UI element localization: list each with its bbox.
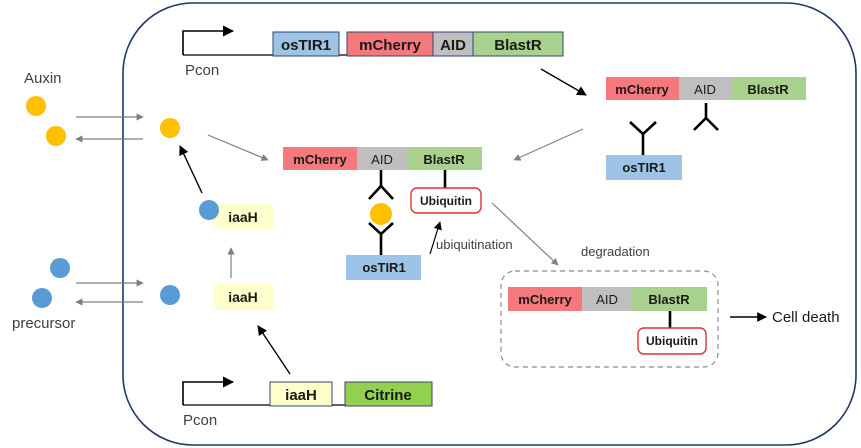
degron-complex: mCherry AID BlastR Ubiquitin osTIR1 ubiq… bbox=[283, 147, 513, 280]
segment-mcherry-label: mCherry bbox=[293, 152, 347, 167]
segment-aid-label: AID bbox=[440, 37, 466, 54]
degradation-label: degradation bbox=[581, 244, 650, 259]
enzyme-iaah-label: iaaH bbox=[228, 209, 258, 225]
segment-mcherry-label: mCherry bbox=[518, 292, 572, 307]
auxin-molecule bbox=[26, 96, 46, 116]
precursor-molecule bbox=[199, 200, 219, 220]
segment-aid-label: AID bbox=[596, 292, 618, 307]
aid-binding-site-icon bbox=[693, 103, 719, 131]
binding-arrow bbox=[513, 128, 584, 161]
promoter-arrow-icon bbox=[182, 376, 235, 405]
auxin-molecule bbox=[160, 118, 180, 138]
precursor-label: precursor bbox=[12, 315, 75, 332]
expression-arrow bbox=[540, 68, 587, 96]
promoter-label: Pcon bbox=[185, 62, 219, 79]
enzyme-iaah bbox=[213, 204, 273, 229]
segment-citrine bbox=[344, 381, 433, 407]
segment-blastr bbox=[407, 147, 482, 170]
segment-blastr-label: BlastR bbox=[747, 82, 789, 97]
segment-blastr-label: BlastR bbox=[494, 37, 542, 54]
ubiquitination-label: ubiquitination bbox=[436, 237, 513, 252]
outcome-label: Cell death bbox=[772, 309, 840, 326]
receptor-ostir1 bbox=[606, 155, 682, 180]
segment-mcherry bbox=[283, 147, 357, 170]
segment-mcherry-label: mCherry bbox=[615, 82, 669, 97]
receptor-binding-site-icon bbox=[368, 222, 394, 255]
construct-bottom: Pcon iaaH Citrine bbox=[182, 376, 433, 429]
segment-aid-label: AID bbox=[371, 152, 393, 167]
ubiquitin-tag-label: Ubiquitin bbox=[646, 334, 698, 348]
segment-iaah bbox=[269, 381, 333, 407]
construct-top: Pcon osTIR1 mCherry AID BlastR bbox=[182, 25, 564, 79]
promoter-arrow-icon bbox=[182, 25, 235, 55]
segment-blastr bbox=[632, 287, 707, 311]
segment-iaah-label: iaaH bbox=[285, 387, 317, 404]
ubiquitination-arrow bbox=[429, 221, 442, 255]
segment-mcherry-label: mCherry bbox=[359, 37, 421, 54]
receptor-binding-site-icon bbox=[629, 121, 657, 155]
ubiquitin-tag-label: Ubiquitin bbox=[420, 194, 472, 208]
precursor-molecule bbox=[32, 288, 52, 308]
auxin-binding-arrow bbox=[207, 134, 269, 161]
auxin-molecule bbox=[46, 126, 66, 146]
aid-binding-site-icon bbox=[368, 170, 394, 200]
segment-blastr bbox=[731, 77, 806, 100]
degradation-box-border bbox=[500, 270, 719, 368]
auxin-label: Auxin bbox=[24, 70, 62, 87]
auxin-molecule bbox=[370, 203, 392, 225]
fusion-right: mCherry AID BlastR osTIR1 bbox=[606, 77, 806, 180]
segment-blastr-label: BlastR bbox=[423, 152, 465, 167]
segment-ostir1-label: osTIR1 bbox=[281, 37, 331, 54]
promoter-label: Pcon bbox=[183, 412, 217, 429]
precursor-molecule bbox=[160, 285, 180, 305]
segment-mcherry bbox=[508, 287, 582, 311]
expression-arrow bbox=[257, 325, 291, 375]
segment-aid bbox=[582, 287, 632, 311]
segment-mcherry bbox=[606, 77, 679, 100]
segment-aid bbox=[357, 147, 407, 170]
segment-blastr-label: BlastR bbox=[648, 292, 690, 307]
segment-blastr bbox=[472, 31, 564, 57]
segment-citrine-label: Citrine bbox=[364, 387, 412, 404]
segment-aid-label: AID bbox=[694, 82, 716, 97]
receptor-ostir1-label: osTIR1 bbox=[622, 160, 665, 175]
segment-ostir1 bbox=[272, 31, 340, 57]
conversion-arrow bbox=[179, 145, 203, 194]
ubiquitin-tag bbox=[410, 187, 482, 214]
enzyme-iaah bbox=[213, 283, 273, 310]
precursor-molecule bbox=[50, 258, 70, 278]
degradation-box: mCherry AID BlastR Ubiquitin bbox=[500, 270, 719, 368]
enzyme-iaah-label: iaaH bbox=[228, 289, 258, 305]
receptor-ostir1-label: osTIR1 bbox=[362, 260, 405, 275]
degradation-arrow bbox=[491, 202, 559, 266]
segment-aid bbox=[679, 77, 731, 100]
receptor-ostir1 bbox=[346, 255, 421, 280]
ubiquitin-tag bbox=[637, 327, 707, 355]
